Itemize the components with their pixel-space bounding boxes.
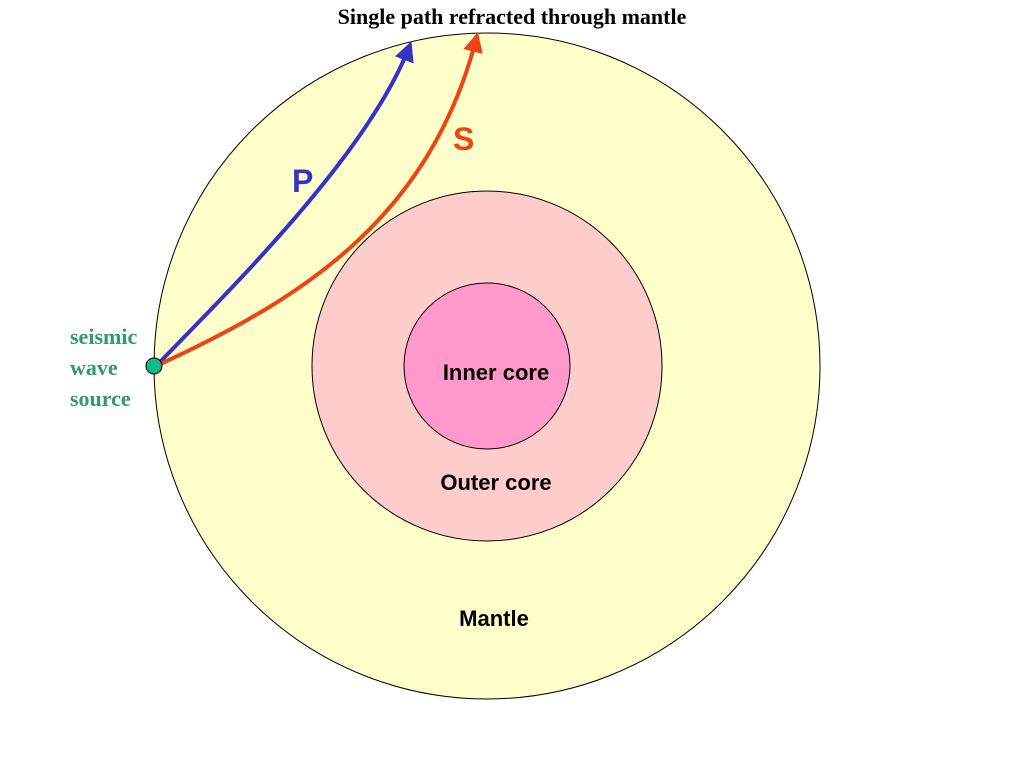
source-label-line: source <box>70 386 131 411</box>
inner-core-layer <box>403 282 571 450</box>
outer-core-label: Outer core <box>440 470 551 495</box>
source-label: seismic wave source <box>70 324 143 411</box>
inner-core-label: Inner core <box>443 360 549 385</box>
p-wave-path <box>154 41 414 368</box>
seismic-source-marker <box>145 357 163 375</box>
source-label-line: wave <box>70 355 118 380</box>
diagram-title: Single path refracted through mantle <box>337 4 687 29</box>
s-wave-path <box>155 32 483 368</box>
p-wave-label: P <box>292 163 313 199</box>
s-wave-label: S <box>453 121 474 157</box>
source-label-line: seismic <box>70 324 137 349</box>
mantle-label: Mantle <box>459 606 529 631</box>
